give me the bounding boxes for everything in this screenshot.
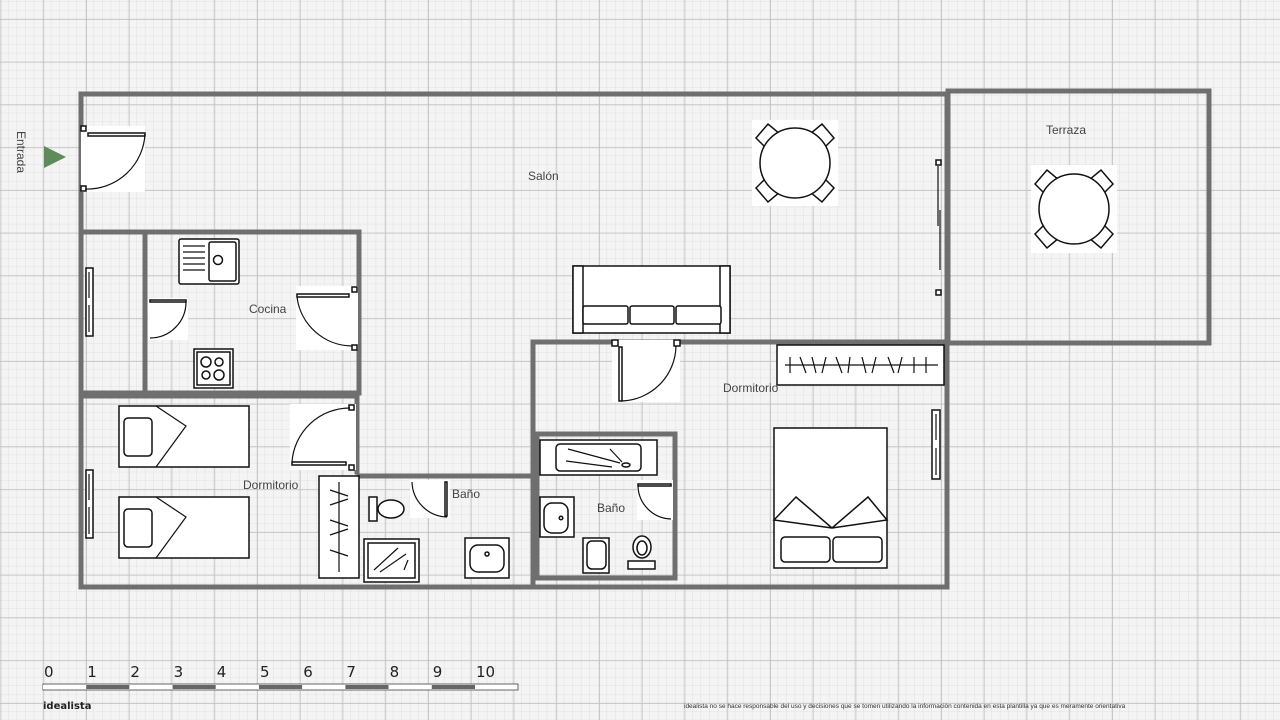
scale-segment <box>172 685 216 689</box>
bidet-icon <box>582 537 610 574</box>
terrace-label: Terraza <box>1046 123 1086 137</box>
scale-segment <box>431 685 475 689</box>
walls <box>78 88 1212 590</box>
scale-segment <box>43 685 87 689</box>
scale-segment <box>302 685 346 689</box>
scale-segment <box>129 685 173 689</box>
scale-label: 4 <box>217 663 227 681</box>
toilet-icon <box>368 496 405 522</box>
scale-label: 1 <box>87 663 97 681</box>
washbasin-icon <box>539 496 575 538</box>
dining-table-icon <box>752 120 838 206</box>
closet-door[interactable] <box>148 298 188 340</box>
bedroom-left-label: Dormitorio <box>243 478 299 492</box>
single-bed-icon <box>118 496 250 559</box>
terrace-table-icon <box>1031 165 1117 253</box>
sink-icon <box>178 238 240 285</box>
double-bed-icon <box>772 427 889 569</box>
entrance-label: Entrada <box>14 131 28 173</box>
single-bed-icon <box>118 405 250 468</box>
living-label: Salón <box>528 169 559 183</box>
brand-logo: idealista <box>43 701 91 712</box>
entrance-arrow-icon <box>44 146 66 168</box>
kitchen-label: Cocina <box>249 302 287 316</box>
scale-label: 2 <box>130 663 140 681</box>
bedroom-right-label: Dormitorio <box>723 381 779 395</box>
scale-label: 9 <box>433 663 443 681</box>
bathroom-left-label: Baño <box>452 487 480 501</box>
scale-segment <box>86 685 130 689</box>
scale-label: 0 <box>44 663 54 681</box>
shower-icon <box>363 538 420 583</box>
bathtub-icon <box>539 439 658 476</box>
scale-segment <box>388 685 432 689</box>
terrace-sliding-door[interactable] <box>935 159 942 296</box>
scale-label: 7 <box>346 663 356 681</box>
scale-segment <box>215 685 259 689</box>
window-closet <box>85 267 94 337</box>
window-bedroom-left <box>85 469 94 539</box>
scale-label: 3 <box>174 663 184 681</box>
bathroom-right-label: Baño <box>597 501 625 515</box>
bathroom-right-door[interactable] <box>637 480 673 520</box>
window-bedroom-right <box>931 409 941 480</box>
bedroom-right-door[interactable] <box>611 339 681 402</box>
scale-label: 10 <box>476 663 495 681</box>
stove-icon <box>193 348 234 389</box>
scale-label: 8 <box>390 663 400 681</box>
toilet-icon <box>627 535 656 570</box>
scale-label: 6 <box>303 663 313 681</box>
entrance-door[interactable] <box>80 125 146 192</box>
scale-segment <box>259 685 303 689</box>
kitchen-door[interactable] <box>296 286 358 351</box>
scale-segment <box>345 685 389 689</box>
bathroom-left-door[interactable] <box>410 480 450 518</box>
scale-bar: 0 1 2 3 4 5 6 7 8 9 10 <box>42 663 519 691</box>
wardrobe-icon <box>776 344 945 386</box>
washbasin-icon <box>464 537 510 579</box>
bedroom-left-door[interactable] <box>290 404 356 471</box>
scale-label: 5 <box>260 663 270 681</box>
disclaimer-text: idealista no se hace responsable del uso… <box>684 703 1126 710</box>
sofa-icon <box>572 265 731 334</box>
wardrobe-icon <box>318 475 360 579</box>
